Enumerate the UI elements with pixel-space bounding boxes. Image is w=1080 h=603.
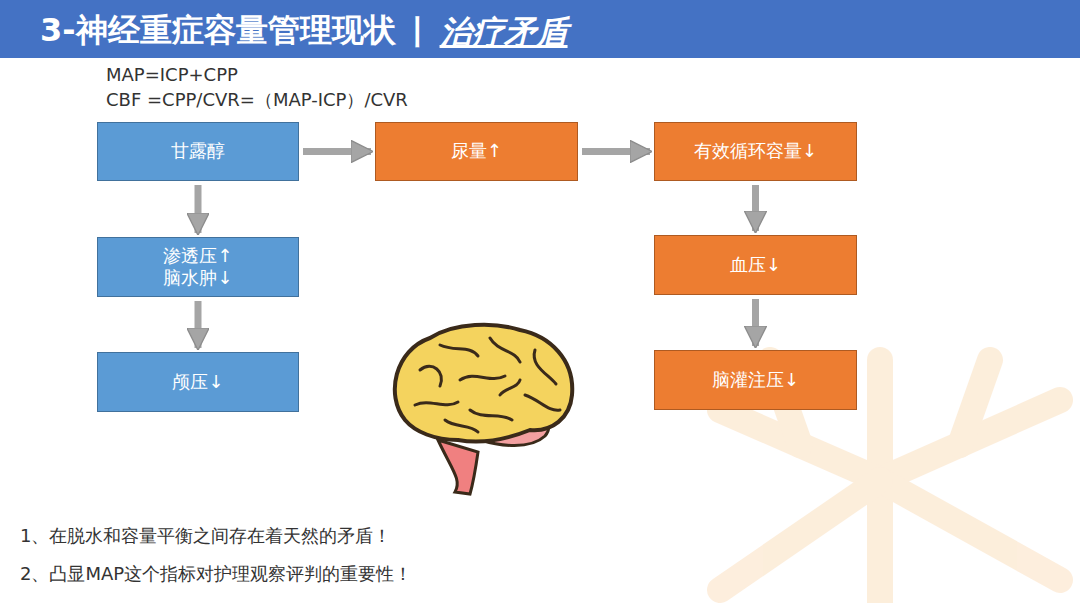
- brain-illustration: [395, 325, 572, 494]
- flow-arrow: [752, 185, 759, 231]
- title-emphasis: 治疗矛盾: [440, 11, 568, 55]
- process-box: 尿量↑: [375, 122, 578, 181]
- title-bar: [0, 0, 1080, 58]
- box-text: 颅压↓: [172, 371, 223, 394]
- title-separator: 丨: [402, 11, 434, 55]
- process-box: 颅压↓: [97, 352, 299, 412]
- note: 2、凸显MAP这个指标对护理观察评判的重要性！: [20, 562, 412, 586]
- formula: MAP=ICP+CPP: [106, 64, 238, 85]
- process-box: 有效循环容量↓: [654, 122, 857, 181]
- box-text: 甘露醇: [171, 140, 225, 163]
- slide-title: 3-神经重症容量管理现状: [40, 9, 396, 53]
- flow-arrow: [303, 148, 371, 155]
- note: 1、在脱水和容量平衡之间存在着天然的矛盾！: [20, 524, 391, 548]
- box-text: 渗透压↑: [163, 245, 232, 268]
- box-text: 脑水肿↓: [163, 267, 232, 290]
- box-text: 有效循环容量↓: [694, 140, 817, 163]
- flow-arrow: [195, 185, 202, 233]
- flow-arrow: [752, 299, 759, 346]
- process-box: 脑灌注压↓: [654, 350, 857, 410]
- box-text: 脑灌注压↓: [712, 369, 799, 392]
- formula: CBF =CPP/CVR=（MAP-ICP）/CVR: [106, 88, 408, 112]
- flow-arrow: [195, 301, 202, 348]
- process-box: 血压↓: [654, 235, 857, 295]
- flow-arrow: [582, 148, 650, 155]
- process-box: 渗透压↑脑水肿↓: [97, 237, 299, 297]
- process-box: 甘露醇: [97, 122, 299, 181]
- box-text: 尿量↑: [451, 140, 502, 163]
- box-text: 血压↓: [730, 254, 781, 277]
